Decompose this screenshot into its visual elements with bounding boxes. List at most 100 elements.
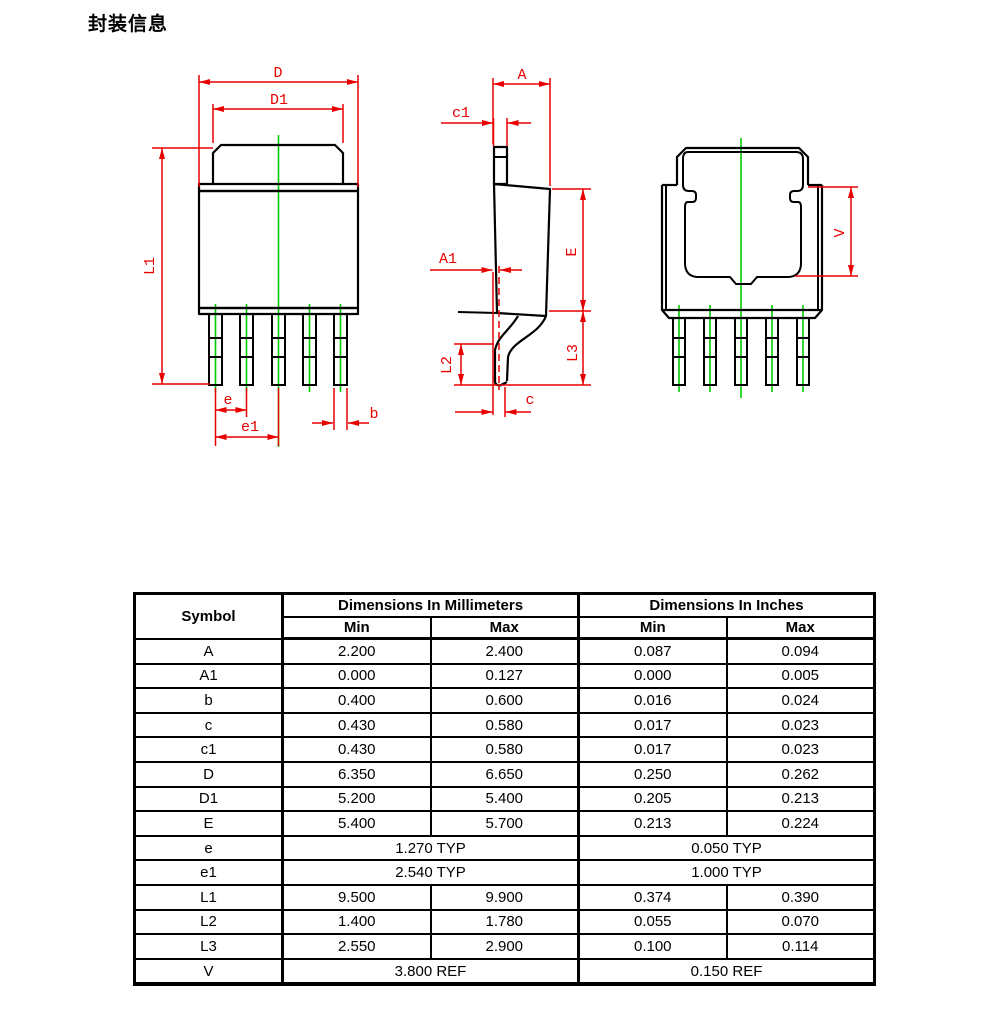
cell-in-min: 0.100: [577, 933, 728, 960]
cell-symbol: L2: [133, 908, 284, 936]
cell-mm-max: 6.650: [429, 760, 580, 788]
dim-E: E: [549, 188, 591, 312]
dim-label-L3: L3: [565, 344, 582, 362]
dim-label-L2: L2: [439, 356, 456, 374]
header-in-min: Min: [577, 616, 728, 640]
dim-L1: L1: [142, 147, 213, 385]
dim-V: V: [795, 186, 858, 277]
cell-in-min: 0.205: [577, 785, 728, 813]
side-body-bottom-ext: [457, 311, 498, 314]
cell-in-min: 0.017: [577, 711, 728, 739]
table-row: D1 5.200 5.400 0.205 0.213: [133, 785, 876, 813]
cell-in-min: 0.250: [577, 760, 728, 788]
cell-symbol: c: [133, 711, 284, 739]
cell-in-max: 0.023: [725, 711, 876, 739]
side-tab: [492, 145, 509, 186]
cell-mm-min: 0.430: [281, 711, 432, 739]
back-centerlines: [678, 138, 804, 398]
table-row: e 1.270 TYP 0.050 TYP: [133, 834, 876, 862]
dim-label-b: b: [369, 406, 378, 423]
cell-in-min: 0.055: [577, 908, 728, 936]
dim-L3: L3: [565, 311, 586, 385]
table-row: e1 2.540 TYP 1.000 TYP: [133, 859, 876, 886]
cell-mm-max: 5.400: [429, 785, 580, 813]
cell-symbol: V: [133, 957, 284, 986]
cell-mm-min: 0.400: [281, 687, 432, 714]
cell-mm-min: 0.000: [281, 662, 432, 690]
dim-label-V: V: [832, 228, 849, 237]
table-row: D 6.350 6.650 0.250 0.262: [133, 760, 876, 788]
dim-label-D: D: [273, 65, 282, 82]
dim-L2: L2: [439, 343, 591, 386]
cell-in-min: 0.374: [577, 883, 728, 911]
back-window: [682, 151, 804, 285]
back-band: [660, 308, 824, 320]
table-row: L2 1.400 1.780 0.055 0.070: [133, 908, 876, 936]
cell-in-max: 0.094: [725, 637, 876, 665]
package-drawing-svg: D D1 L1 e e1: [142, 65, 858, 447]
cell-mm-max: 0.600: [429, 687, 580, 714]
cell-in-min: 0.087: [577, 637, 728, 665]
back-body-sides: [660, 185, 824, 310]
dim-label-E: E: [564, 247, 581, 256]
cell-mm-min: 2.550: [281, 933, 432, 960]
back-top: [675, 146, 810, 185]
cell-in-span: 1.000 TYP: [577, 859, 876, 886]
cell-symbol: L1: [133, 883, 284, 911]
cell-in-min: 0.017: [577, 736, 728, 763]
cell-in-max: 0.213: [725, 785, 876, 813]
cell-symbol: A: [133, 637, 284, 665]
cell-in-max: 0.262: [725, 760, 876, 788]
table-row: c 0.430 0.580 0.017 0.023: [133, 711, 876, 739]
back-pin-ticks: [673, 337, 809, 358]
cell-in-max: 0.070: [725, 908, 876, 936]
front-view: D D1 L1 e e1: [142, 65, 379, 447]
cell-in-max: 0.023: [725, 736, 876, 763]
dim-c: c: [455, 387, 535, 417]
cell-in-span: 0.150 REF: [577, 957, 876, 986]
cell-mm-span: 3.800 REF: [280, 957, 580, 986]
table-row: V 3.800 REF 0.150 REF: [133, 957, 876, 986]
dim-label-L1: L1: [142, 257, 159, 275]
table-row: b 0.400 0.600 0.016 0.024: [133, 687, 876, 714]
front-pins: [208, 313, 348, 386]
side-view: A c1 A1 E L3: [430, 67, 591, 417]
front-tab: [211, 143, 345, 184]
table-header-row-1: Symbol Dimensions In Millimeters Dimensi…: [133, 592, 876, 640]
back-pins: [672, 317, 810, 386]
header-symbol: Symbol: [133, 592, 284, 640]
header-in-max: Max: [725, 616, 876, 640]
cell-symbol: b: [133, 687, 284, 714]
cell-mm-min: 2.200: [281, 637, 432, 665]
dim-e1: e1: [215, 388, 280, 446]
dim-D: D: [198, 65, 359, 187]
cell-in-min: 0.016: [577, 687, 728, 714]
dimensions-table-container: Symbol Dimensions In Millimeters Dimensi…: [133, 592, 877, 987]
dimensions-table: Symbol Dimensions In Millimeters Dimensi…: [133, 592, 877, 987]
header-mm: Dimensions In Millimeters: [280, 592, 580, 618]
side-body: [492, 182, 552, 318]
table-row: L3 2.550 2.900 0.100 0.114: [133, 933, 876, 960]
header-mm-min: Min: [281, 616, 432, 640]
cell-mm-min: 6.350: [281, 760, 432, 788]
front-pin-ticks: [209, 337, 347, 358]
dim-label-D1: D1: [270, 92, 288, 109]
cell-symbol: D1: [133, 785, 284, 813]
dim-label-e1: e1: [241, 419, 259, 436]
cell-symbol: e: [133, 834, 284, 862]
cell-mm-max: 0.580: [429, 736, 580, 763]
cell-mm-span: 1.270 TYP: [280, 834, 580, 862]
dim-D1: D1: [212, 92, 344, 143]
cell-symbol: A1: [133, 662, 284, 690]
table-row: E 5.400 5.700 0.213 0.224: [133, 810, 876, 837]
cell-in-span: 0.050 TYP: [577, 834, 876, 862]
dim-A: A: [492, 67, 551, 186]
cell-mm-max: 0.127: [429, 662, 580, 690]
cell-mm-min: 5.200: [281, 785, 432, 813]
back-view: V: [660, 138, 858, 398]
table-row: L1 9.500 9.900 0.374 0.390: [133, 883, 876, 911]
header-mm-max: Max: [429, 616, 580, 640]
cell-mm-max: 0.580: [429, 711, 580, 739]
table-row: A 2.200 2.400 0.087 0.094: [133, 637, 876, 665]
side-lead: [493, 315, 548, 387]
